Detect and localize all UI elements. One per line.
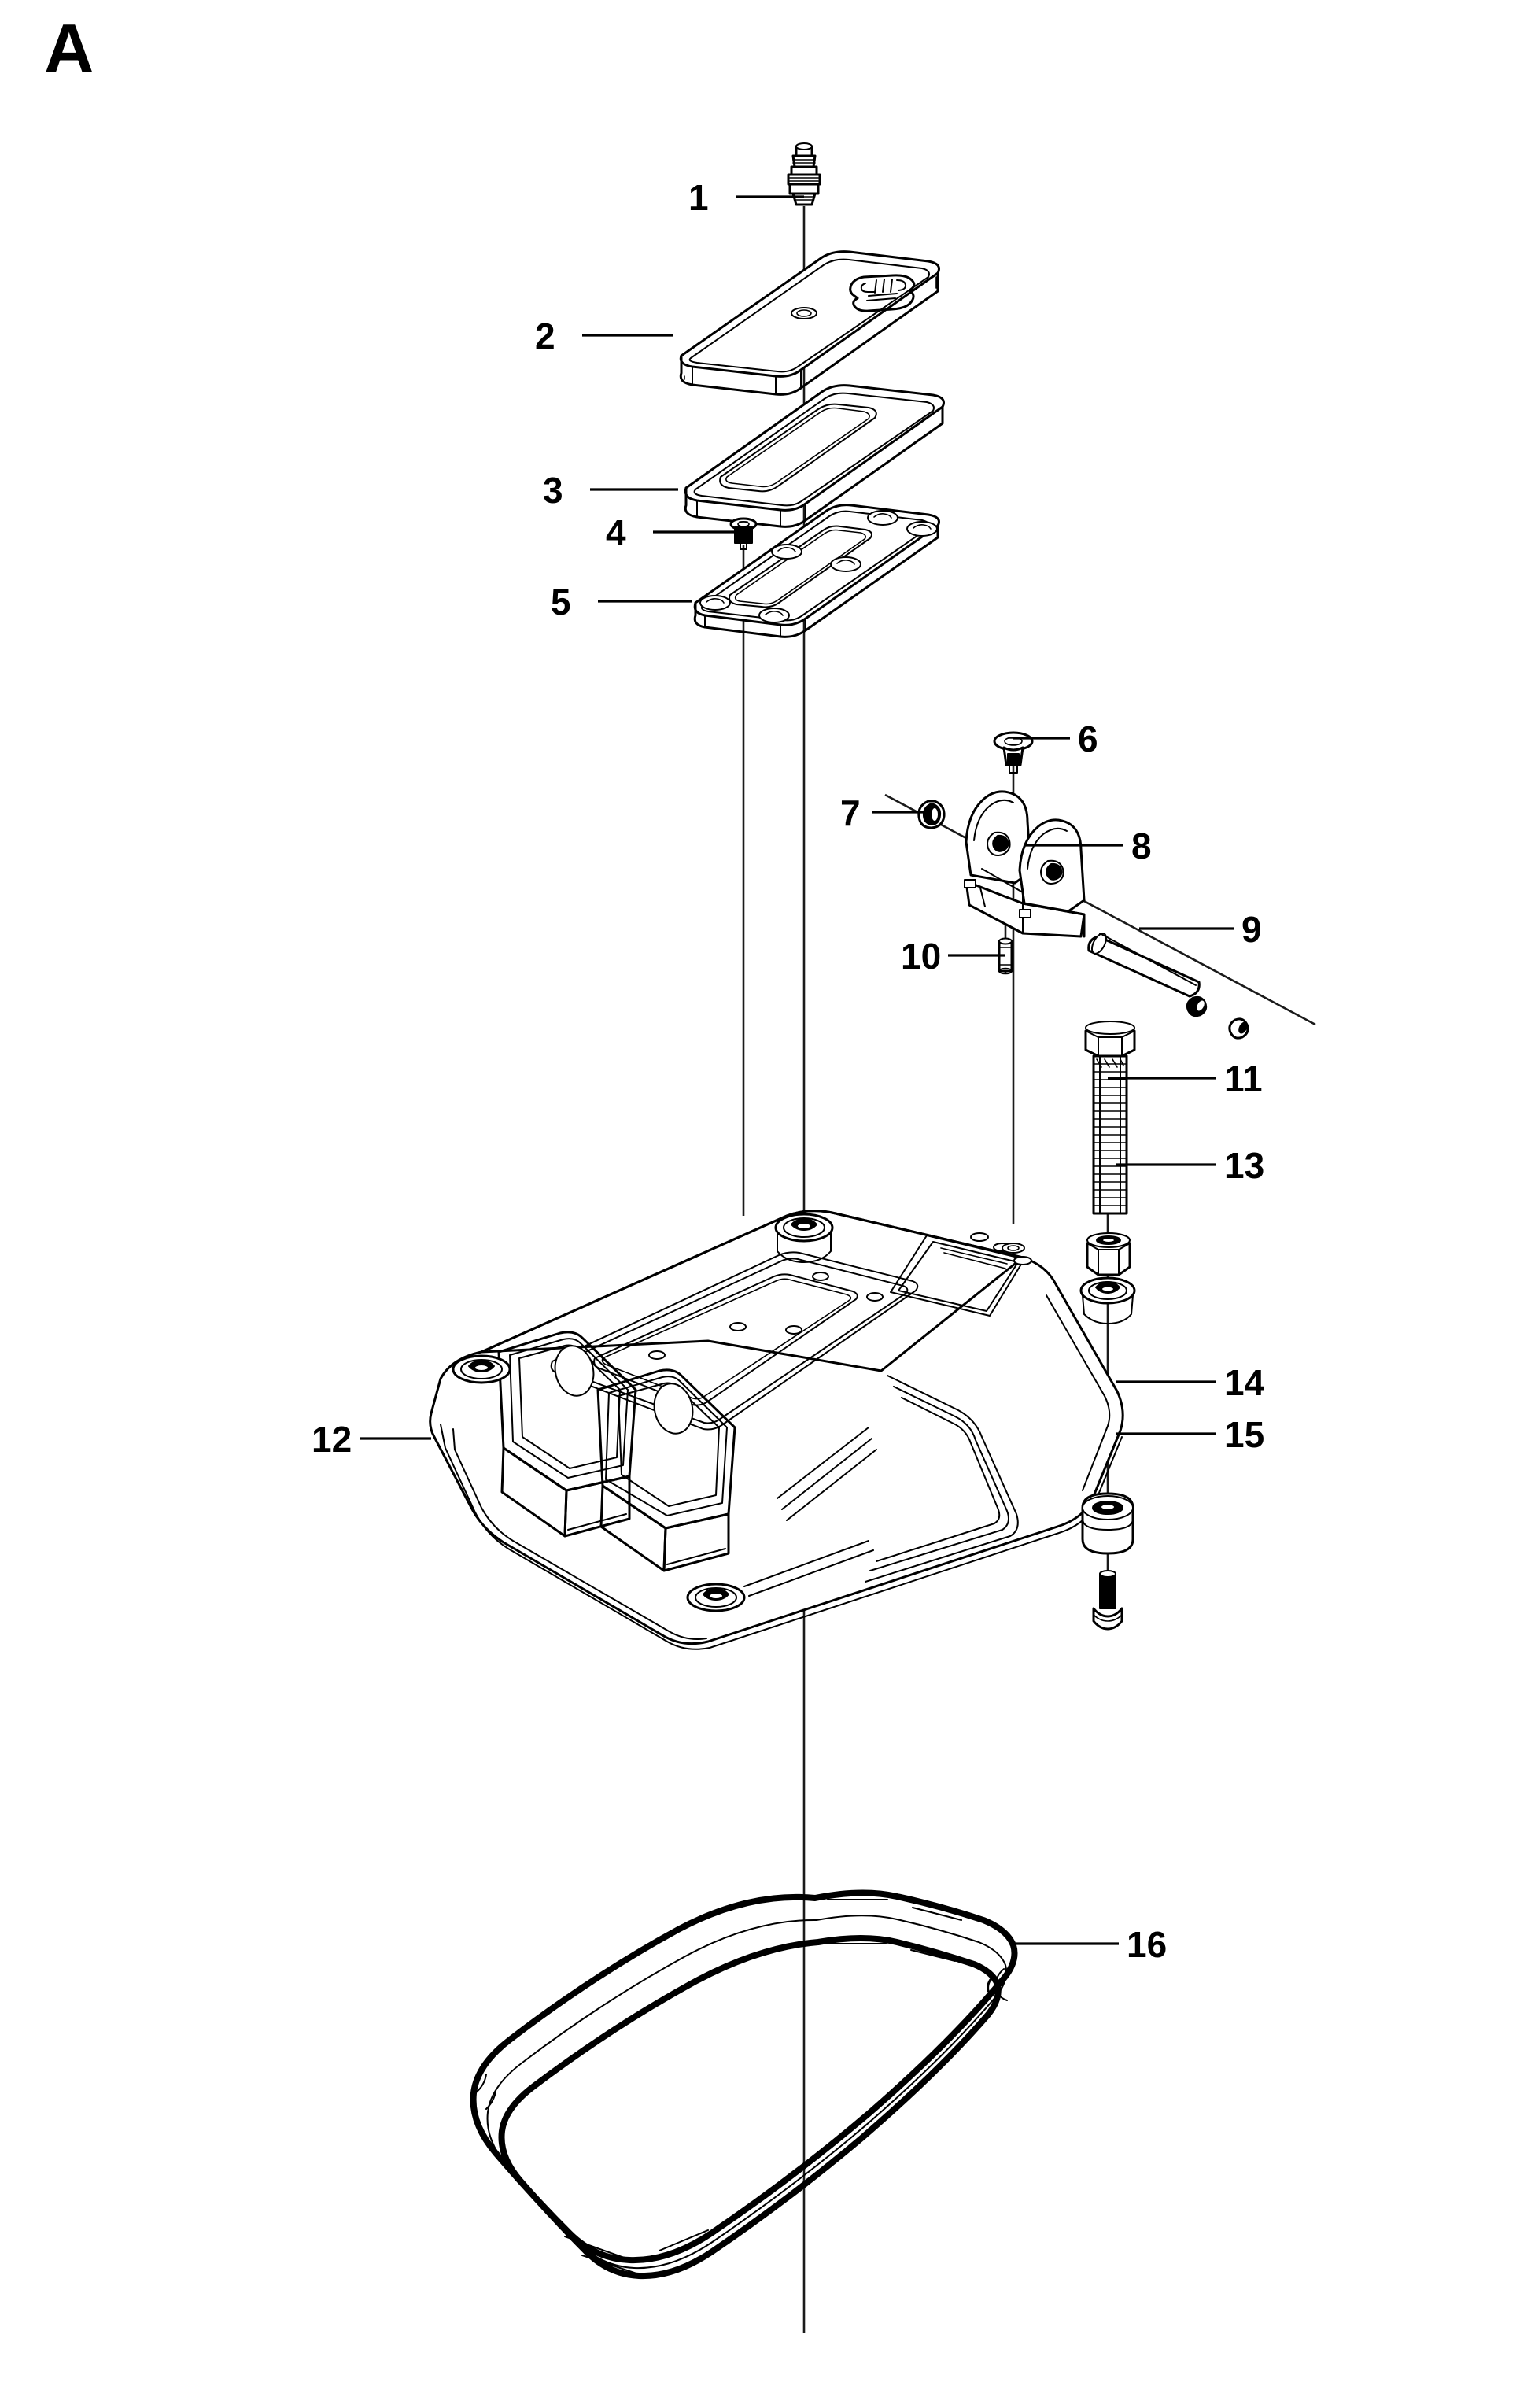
callout-2: 2 (535, 316, 555, 356)
callout-5: 5 (551, 582, 571, 622)
part-7-washer (917, 800, 946, 829)
callout-9: 9 (1241, 909, 1262, 950)
callout-leader-lines (360, 195, 1234, 1945)
callout-7: 7 (840, 792, 861, 833)
bolt-boss-right (1079, 1276, 1136, 1324)
part-13-hex-lock-nut (1086, 1232, 1131, 1276)
part-2-cover-plate (679, 250, 940, 396)
part-1-valve-fitting (787, 142, 821, 206)
page-section-label: A (44, 9, 94, 87)
callout-4: 4 (606, 512, 626, 553)
part-9-roller-sleeve (1087, 933, 1249, 1040)
callout-11: 11 (1224, 1058, 1263, 1099)
part-11-hex-bolt (1084, 1021, 1136, 1215)
part-14-rubber-bushing (1081, 1492, 1134, 1555)
part-8-pivot-bracket (964, 790, 1086, 938)
countersunk-holes (699, 510, 938, 623)
part-16-large-seal-ring (470, 1889, 1018, 2280)
bolt-boss-front-left (452, 1354, 511, 1384)
part-12-main-cover-housing (429, 1210, 1136, 1650)
callout-16: 16 (1127, 1924, 1168, 1965)
part-5-retainer-plate (693, 504, 940, 638)
callout-15: 15 (1224, 1414, 1265, 1455)
callout-8: 8 (1131, 825, 1152, 866)
bolt-boss-front-bottom (686, 1583, 746, 1612)
part-3-gasket-slot (684, 384, 945, 528)
callout-6: 6 (1078, 718, 1098, 759)
callout-12: 12 (312, 1419, 352, 1460)
husqvarna-crown-logo (849, 274, 916, 312)
callout-10: 10 (901, 936, 942, 977)
callout-14: 14 (1224, 1362, 1265, 1403)
bolt-boss-rear-top (774, 1213, 834, 1263)
callout-1: 1 (688, 177, 709, 218)
callout-13: 13 (1224, 1145, 1265, 1186)
callout-3: 3 (543, 470, 563, 511)
part-15-screw-short (1092, 1570, 1123, 1631)
